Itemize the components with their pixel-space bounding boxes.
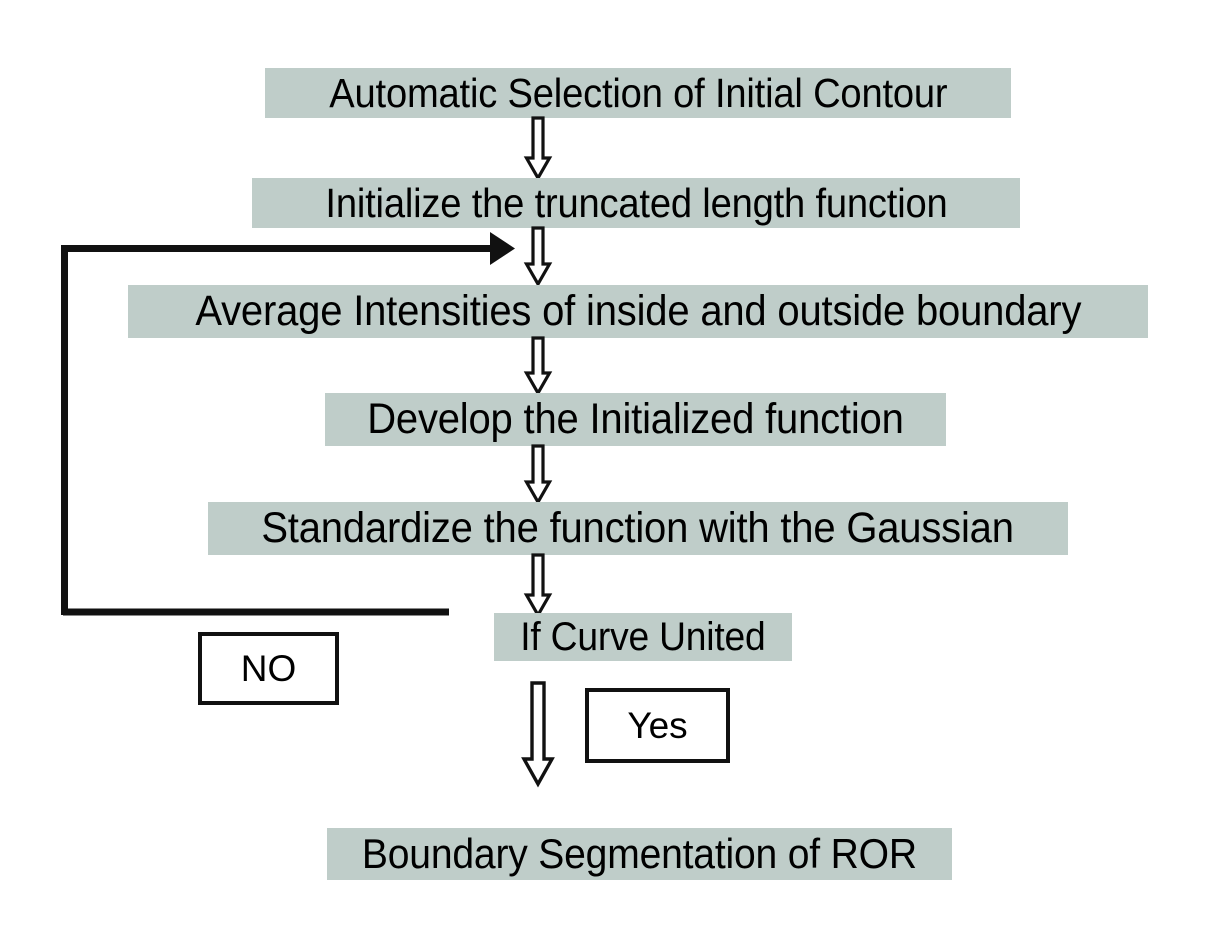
arrow-down-icon-step1-step2 [523,116,553,182]
node-step-5-label: Standardize the function with the Gaussi… [261,504,1015,552]
branch-label-yes-text: Yes [627,704,688,746]
node-decision: If Curve United [494,613,792,661]
node-step-4: Develop the Initialized function [325,393,946,446]
arrow-down-icon-decision-result [521,681,555,788]
arrow-down-icon-step4-step5 [523,444,553,506]
node-step-1: Automatic Selection of Initial Contour [265,68,1011,118]
node-step-4-label: Develop the Initialized function [367,395,904,443]
branch-label-yes: Yes [585,688,730,763]
arrow-down-icon-step5-decision [523,553,553,619]
arrow-down-icon-step2-step3 [523,226,553,288]
node-step-2: Initialize the truncated length function [252,178,1020,228]
node-result: Boundary Segmentation of ROR [327,828,952,880]
node-step-1-label: Automatic Selection of Initial Contour [328,69,948,116]
branch-label-no-text: NO [240,647,297,689]
node-step-3: Average Intensities of inside and outsid… [128,285,1148,338]
node-decision-label: If Curve United [520,615,766,659]
branch-label-no: NO [198,632,339,705]
node-result-label: Boundary Segmentation of ROR [362,830,917,877]
arrow-down-icon-step3-step4 [523,336,553,397]
node-step-5: Standardize the function with the Gaussi… [208,502,1068,555]
node-step-3-label: Average Intensities of inside and outsid… [195,287,1081,335]
feedback-arrowhead-icon [490,232,515,265]
node-step-2-label: Initialize the truncated length function [324,179,948,226]
